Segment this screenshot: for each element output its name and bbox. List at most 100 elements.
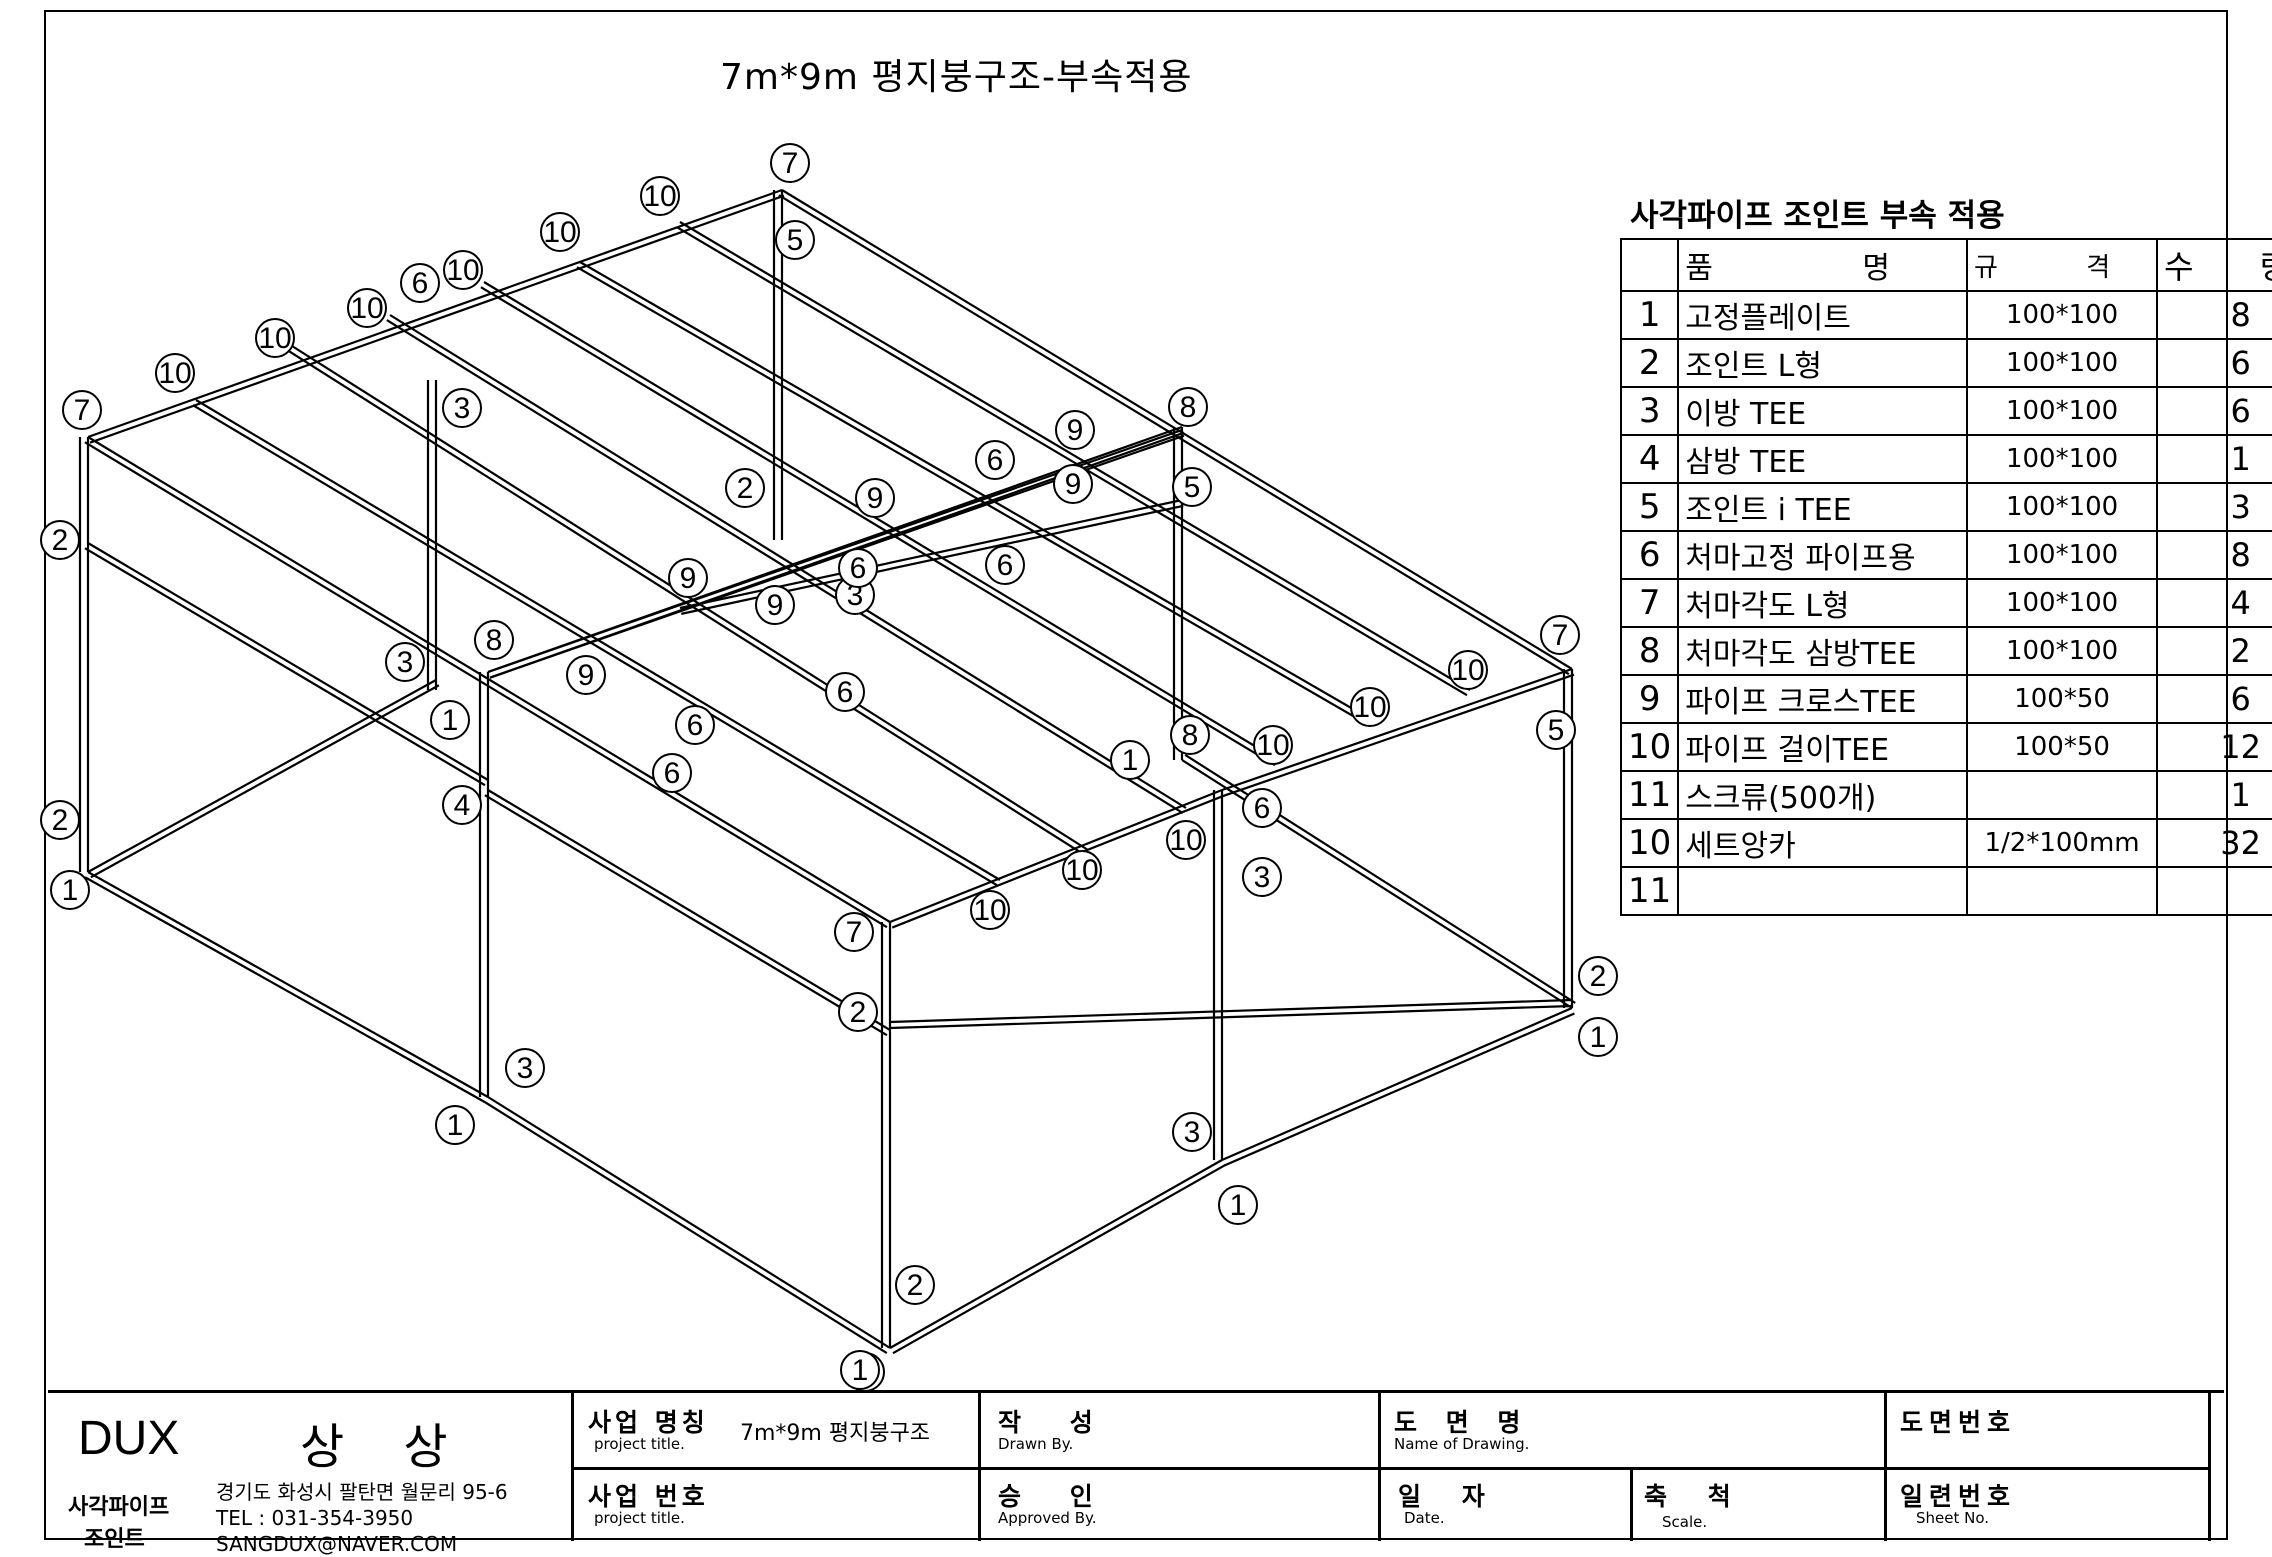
frame-member (386, 319, 1184, 815)
callout-8: 8 (1170, 715, 1210, 755)
callout-label: 6 (837, 676, 854, 709)
callout-10: 10 (1448, 650, 1488, 690)
part-spec (1966, 770, 2159, 820)
part-name: 파이프 걸이TEE (1677, 722, 1969, 772)
callout-6: 6 (825, 672, 865, 712)
callout-label: 1 (62, 874, 79, 907)
frame-member (87, 679, 437, 873)
part-qty: 1 (2156, 434, 2272, 484)
callout-7: 7 (62, 390, 102, 430)
part-qty: 4 (2156, 578, 2272, 628)
callout-label: 2 (52, 524, 69, 557)
part-qty: 2 (2156, 626, 2272, 676)
drawing-name-sub: Name of Drawing. (1394, 1435, 1530, 1453)
callout-label: 5 (1184, 471, 1201, 504)
frame-member (679, 221, 1471, 691)
frame-member (87, 542, 489, 781)
part-spec: 100*50 (1966, 722, 2159, 772)
callout-10: 10 (1062, 850, 1102, 890)
callout-5: 5 (1536, 710, 1576, 750)
company-address: 경기도 화성시 팔탄면 월문리 95-6 (216, 1480, 508, 1504)
frame-member (291, 345, 1089, 851)
callout-label: 5 (1548, 714, 1565, 747)
frame-member (389, 314, 1187, 809)
callout-2: 2 (838, 992, 878, 1032)
part-name: 조인트 L형 (1677, 338, 1969, 388)
callout-label: 9 (578, 659, 595, 692)
callout-label: 3 (1254, 861, 1271, 894)
callout-3: 3 (1242, 857, 1282, 897)
callout-3: 3 (505, 1048, 545, 1088)
company-email: SANGDUX@NAVER.COM (216, 1532, 458, 1556)
frame-member (1181, 759, 1573, 1009)
callout-label: 10 (158, 357, 191, 390)
callout-6: 6 (675, 705, 715, 745)
callout-label: 7 (1552, 619, 1569, 652)
frame-member (84, 876, 486, 1104)
project-no-label: 사업 번호 (588, 1482, 709, 1511)
part-name: 세트앙카 (1677, 818, 1969, 868)
part-no: 6 (1619, 530, 1680, 580)
part-no: 8 (1619, 626, 1680, 676)
callout-3: 3 (1172, 1112, 1212, 1152)
approved-by-label: 승 인 (998, 1482, 1113, 1511)
frame-member (192, 404, 998, 887)
callout-label: 6 (1254, 792, 1271, 825)
parts-table-title: 사각파이프 조인트 부속 적용 (1630, 198, 2005, 234)
callout-10: 10 (1253, 725, 1293, 765)
callout-7: 7 (834, 912, 874, 952)
frame-member (579, 261, 1373, 721)
sheet-no-label: 일련번호 (1900, 1482, 2017, 1511)
part-spec: 100*100 (1966, 386, 2159, 436)
part-name: 처마각도 삼방TEE (1677, 626, 1969, 676)
drawn-by-sub: Drawn By. (998, 1435, 1074, 1453)
frame-member (892, 1164, 1226, 1355)
callout-label: 3 (397, 646, 414, 679)
callout-label: 7 (782, 147, 799, 180)
callout-label: 6 (850, 552, 867, 585)
callout-1: 1 (840, 1350, 880, 1390)
callout-6: 6 (975, 440, 1015, 480)
part-spec: 100*100 (1966, 290, 2159, 340)
part-spec: 1/2*100mm (1966, 818, 2159, 868)
approved-by-sub: Approved By. (998, 1509, 1097, 1527)
callout-label: 2 (737, 472, 754, 505)
callout-10: 10 (1350, 687, 1390, 727)
frame-member (90, 684, 440, 879)
callout-2: 2 (40, 800, 80, 840)
callout-9: 9 (855, 478, 895, 518)
callout-10: 10 (970, 890, 1010, 930)
header-spec: 규 격 (1966, 238, 2159, 292)
callout-label: 3 (517, 1052, 534, 1085)
frame-member (1221, 1006, 1573, 1162)
company-brand: 상 상 (300, 1419, 470, 1475)
callout-8: 8 (1168, 387, 1208, 427)
frame-member (676, 226, 1468, 697)
callout-label: 9 (767, 589, 784, 622)
callout-8: 8 (474, 620, 514, 660)
part-spec: 100*100 (1966, 578, 2159, 628)
callout-1: 1 (1110, 740, 1150, 780)
callout-9: 9 (1055, 410, 1095, 450)
callout-9: 9 (668, 558, 708, 598)
sheet-no-sub: Sheet No. (1916, 1509, 1990, 1527)
callout-label: 3 (1184, 1116, 1201, 1149)
frame-member (87, 871, 489, 1098)
callout-label: 10 (350, 292, 383, 325)
drawn-by-label: 작 성 (998, 1408, 1113, 1437)
callout-label: 6 (987, 444, 1004, 477)
company-tel: TEL : 031-354-3950 (216, 1506, 414, 1530)
callout-label: 10 (543, 216, 576, 249)
part-name: 처마각도 L형 (1677, 578, 1969, 628)
callout-9: 9 (755, 585, 795, 625)
callout-10: 10 (255, 318, 295, 358)
scale-sub: Scale. (1662, 1513, 1708, 1531)
project-name-label: 사업 명칭 (588, 1408, 709, 1437)
part-spec: 100*100 (1966, 434, 2159, 484)
part-qty: 12 (2156, 722, 2272, 772)
